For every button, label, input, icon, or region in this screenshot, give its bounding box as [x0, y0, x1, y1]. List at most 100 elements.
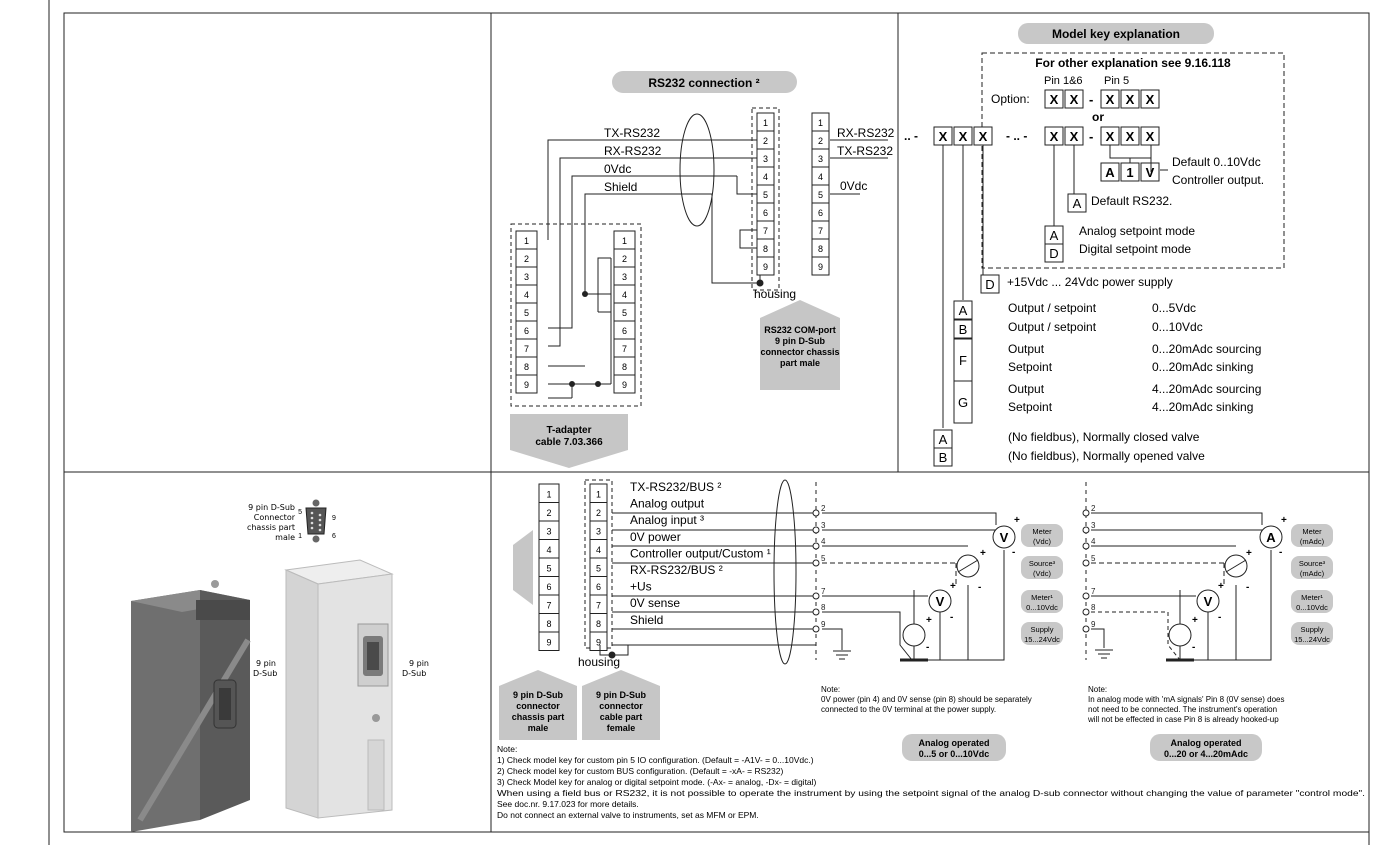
terminal-node	[812, 526, 820, 534]
code-letter: X	[1126, 129, 1135, 144]
analog-inner-pin-number: 7	[596, 600, 601, 610]
instrument-label-line: 15...24Vdc	[1294, 635, 1330, 644]
rs-pin-number: 2	[763, 136, 768, 146]
supply-a	[1168, 623, 1192, 647]
analog-signal-label: Analog input ³	[630, 513, 704, 527]
rs-pin-number: 1	[763, 118, 768, 128]
dsub-label-4: male	[275, 533, 295, 542]
instrument-label-line: Supply	[1031, 625, 1054, 634]
code-box	[980, 274, 1000, 294]
analog-signal-label: 0V power	[630, 530, 681, 544]
code-letter: A	[1050, 228, 1059, 243]
analog-housing-dot	[608, 651, 616, 659]
dsub-pin-5: 5	[298, 509, 302, 516]
instrument-label-line: (mAdc)	[1300, 569, 1325, 578]
dash: -	[1089, 92, 1093, 107]
setpoint-g-label: Setpoint	[1008, 400, 1053, 414]
rs232-right-label-lines	[830, 139, 888, 195]
analog-housing-label: housing	[578, 655, 620, 669]
default-ctrl-2: Controller output.	[1172, 173, 1264, 187]
left-dsub-label-2: D-Sub	[253, 669, 277, 678]
voltmeter-main	[992, 525, 1016, 549]
terminal-number: 2	[1091, 504, 1096, 513]
light-instrument	[284, 559, 394, 819]
dsub-connector-icon	[305, 499, 327, 543]
code-box	[1044, 243, 1064, 263]
tadapter-left-pin-number: 2	[524, 254, 529, 264]
tadapter-left-pin-number: 1	[524, 236, 529, 246]
cable-female-1: 9 pin D-Sub	[596, 690, 646, 700]
ammeter-main-label: A	[1266, 530, 1276, 545]
dsub-pin-1: 1	[298, 533, 302, 540]
analog-op-v-2: 0...5 or 0...10Vdc	[919, 749, 990, 759]
code-box	[1140, 162, 1160, 182]
page-frame	[48, 0, 1370, 845]
code-box	[1120, 126, 1140, 146]
terminal-number: 9	[821, 620, 826, 629]
instrument-label-line: Supply	[1301, 625, 1324, 634]
com-pin-number: 4	[818, 172, 823, 182]
code-letter: X	[1146, 92, 1155, 107]
analog-inner-pin-number: 6	[596, 582, 601, 592]
com-pin-number: 6	[818, 208, 823, 218]
note-v-line-1: 0V power (pin 4) and 0V sense (pin 8) sh…	[821, 695, 1032, 704]
dots-left: .. -	[904, 129, 918, 143]
code-letter: F	[959, 353, 967, 368]
polarity-mark: +	[980, 548, 986, 559]
code-letter: X	[1146, 129, 1155, 144]
setpoint-digital: Digital setpoint mode	[1079, 242, 1191, 256]
voltmeter-aux-2	[1196, 589, 1220, 613]
com-pin-number: 8	[818, 244, 823, 254]
instrument-label-line: Meter	[1302, 527, 1322, 536]
pin-5-label: Pin 5	[1104, 75, 1129, 87]
analog-signal-label: TX-RS232/BUS ²	[630, 480, 721, 494]
code-letter: X	[1070, 92, 1079, 107]
terminal-number: 5	[821, 554, 826, 563]
footnote-2: 2) Check model key for custom BUS config…	[497, 766, 783, 776]
current-side-labels: Meter(mAdc)Source³(mAdc)Meter¹0...10VdcS…	[1291, 524, 1333, 645]
analog-cable-bundle	[773, 479, 797, 665]
code-box	[933, 447, 953, 467]
code-letter: X	[1106, 92, 1115, 107]
rs232-title: RS232 connection ²	[648, 76, 759, 90]
tadapter-left-pin-number: 9	[524, 380, 529, 390]
instrument-label-line: 15...24Vdc	[1024, 635, 1060, 644]
polarity-mark: +	[1014, 515, 1020, 526]
instrument-label-line: 0...10Vdc	[1026, 603, 1058, 612]
analog-wires	[599, 482, 1087, 660]
instrument-label-line: Meter¹	[1301, 593, 1323, 602]
polarity-mark: -	[1218, 612, 1221, 623]
terminal-number: 4	[821, 537, 826, 546]
polarity-mark: +	[926, 615, 932, 626]
tadapter-right-pin-number: 7	[622, 344, 627, 354]
instrument-label-pill	[1291, 590, 1333, 613]
dsub-label-3: chassis part	[247, 523, 295, 532]
rs-pin-number: 4	[763, 172, 768, 182]
code-letter: D	[1049, 246, 1058, 261]
analog-inner-pin-number: 5	[596, 563, 601, 573]
code-letter: A	[939, 432, 948, 447]
note-a-head: Note:	[1088, 685, 1107, 694]
analog-signal-label: Analog output	[630, 497, 705, 511]
instrument-label-line: Source³	[1029, 559, 1056, 568]
model-key-leader-lines	[942, 145, 1168, 428]
chassis-male-1: 9 pin D-Sub	[513, 690, 563, 700]
rs-pin-cell	[756, 256, 775, 276]
analog-signal-label: Controller output/Custom ¹	[630, 546, 771, 560]
tadapter-left-pin-number: 4	[524, 290, 529, 300]
instrument-label-line: Meter¹	[1031, 593, 1053, 602]
code-letter: A	[1073, 196, 1082, 211]
analog-op-a-2: 0...20 or 4...20mAdc	[1164, 749, 1248, 759]
output-g-label: Output	[1008, 382, 1045, 396]
terminal-number: 8	[821, 603, 826, 612]
chassis-male-3: chassis part	[512, 712, 565, 722]
terminal-node	[1082, 559, 1090, 567]
output-b-label: Output / setpoint	[1008, 320, 1097, 334]
setpoint-f-label: Setpoint	[1008, 360, 1053, 374]
code-box	[1100, 162, 1120, 182]
right-dsub-label-1: 9 pin	[409, 659, 429, 668]
cable-bundle	[679, 113, 715, 227]
polarity-marks: +-+-+-+-+-+-+-+-	[926, 515, 1287, 653]
rs-pin-number: 5	[763, 190, 768, 200]
